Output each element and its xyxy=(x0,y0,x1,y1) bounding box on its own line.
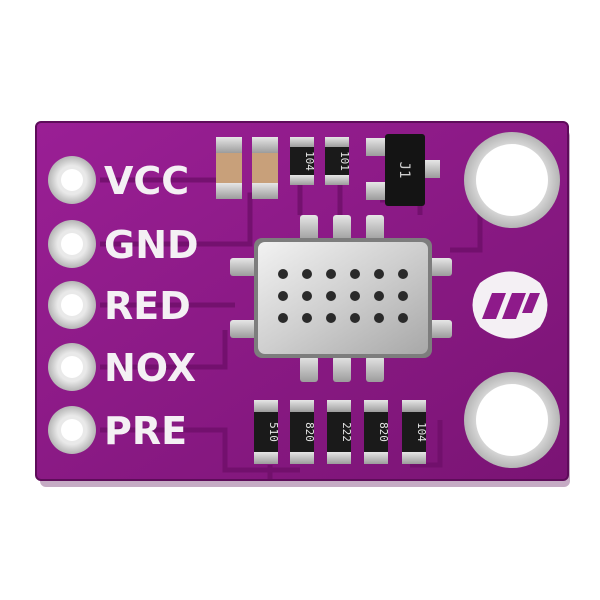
pin-label-vcc: VCC xyxy=(104,159,189,203)
vent-hole xyxy=(326,269,336,279)
vent-hole xyxy=(278,269,288,279)
vent-hole xyxy=(350,313,360,323)
resistor-bottom-code: 820 xyxy=(303,422,316,442)
resistor-bottom-5: 104 xyxy=(402,400,428,464)
resistor-bottom-code: 222 xyxy=(340,422,353,442)
resistor-bottom-3: 222 xyxy=(327,400,353,464)
pin-hole-red xyxy=(48,281,96,329)
capacitor-c1 xyxy=(216,137,242,199)
vent-hole xyxy=(278,291,288,301)
mounting-hole-bottom xyxy=(464,372,560,468)
vent-hole xyxy=(374,313,384,323)
mounting-hole-top xyxy=(464,132,560,228)
vent-hole xyxy=(326,313,336,323)
transistor-sot23: J1 xyxy=(366,134,440,206)
cjmcu-logo xyxy=(472,271,548,339)
pcb-edge xyxy=(35,121,569,481)
pin-label-gnd: GND xyxy=(104,223,199,267)
resistor-bottom-1: 510 xyxy=(254,400,280,464)
vent-hole xyxy=(374,269,384,279)
gas-sensor-can xyxy=(254,238,432,358)
vent-hole xyxy=(374,291,384,301)
vent-hole xyxy=(326,291,336,301)
pin-label-nox: NOX xyxy=(104,346,196,390)
resistor-bottom-2: 820 xyxy=(290,400,316,464)
bottom-resistors: 510 820 222 820 104 xyxy=(254,400,428,464)
pin-hole-pre xyxy=(48,406,96,454)
resistor-top-1-code: 104 xyxy=(303,151,316,171)
resistor-bottom-code: 510 xyxy=(267,422,280,442)
resistor-top-1: 104 xyxy=(290,137,316,185)
pin-labels: VCC GND RED NOX PRE xyxy=(104,159,199,453)
pin-hole-nox xyxy=(48,343,96,391)
pin-holes xyxy=(48,156,96,454)
sensor-vent-holes xyxy=(278,269,408,323)
vent-hole xyxy=(278,313,288,323)
vent-hole xyxy=(302,291,312,301)
resistor-bottom-4: 820 xyxy=(364,400,390,464)
vent-hole xyxy=(398,269,408,279)
pin-label-pre: PRE xyxy=(104,409,187,453)
resistor-top-2-code: 101 xyxy=(338,151,351,171)
pin-hole-gnd xyxy=(48,220,96,268)
vent-hole xyxy=(350,291,360,301)
pin-label-red: RED xyxy=(104,284,191,328)
resistor-bottom-code: 104 xyxy=(415,422,428,442)
transistor-code: J1 xyxy=(396,162,412,179)
resistor-top-2: 101 xyxy=(325,137,351,185)
vent-hole xyxy=(302,269,312,279)
vent-hole xyxy=(398,291,408,301)
vent-hole xyxy=(302,313,312,323)
pin-hole-vcc xyxy=(48,156,96,204)
resistor-bottom-code: 820 xyxy=(377,422,390,442)
vent-hole xyxy=(350,269,360,279)
capacitor-c2 xyxy=(252,137,278,199)
vent-hole xyxy=(398,313,408,323)
